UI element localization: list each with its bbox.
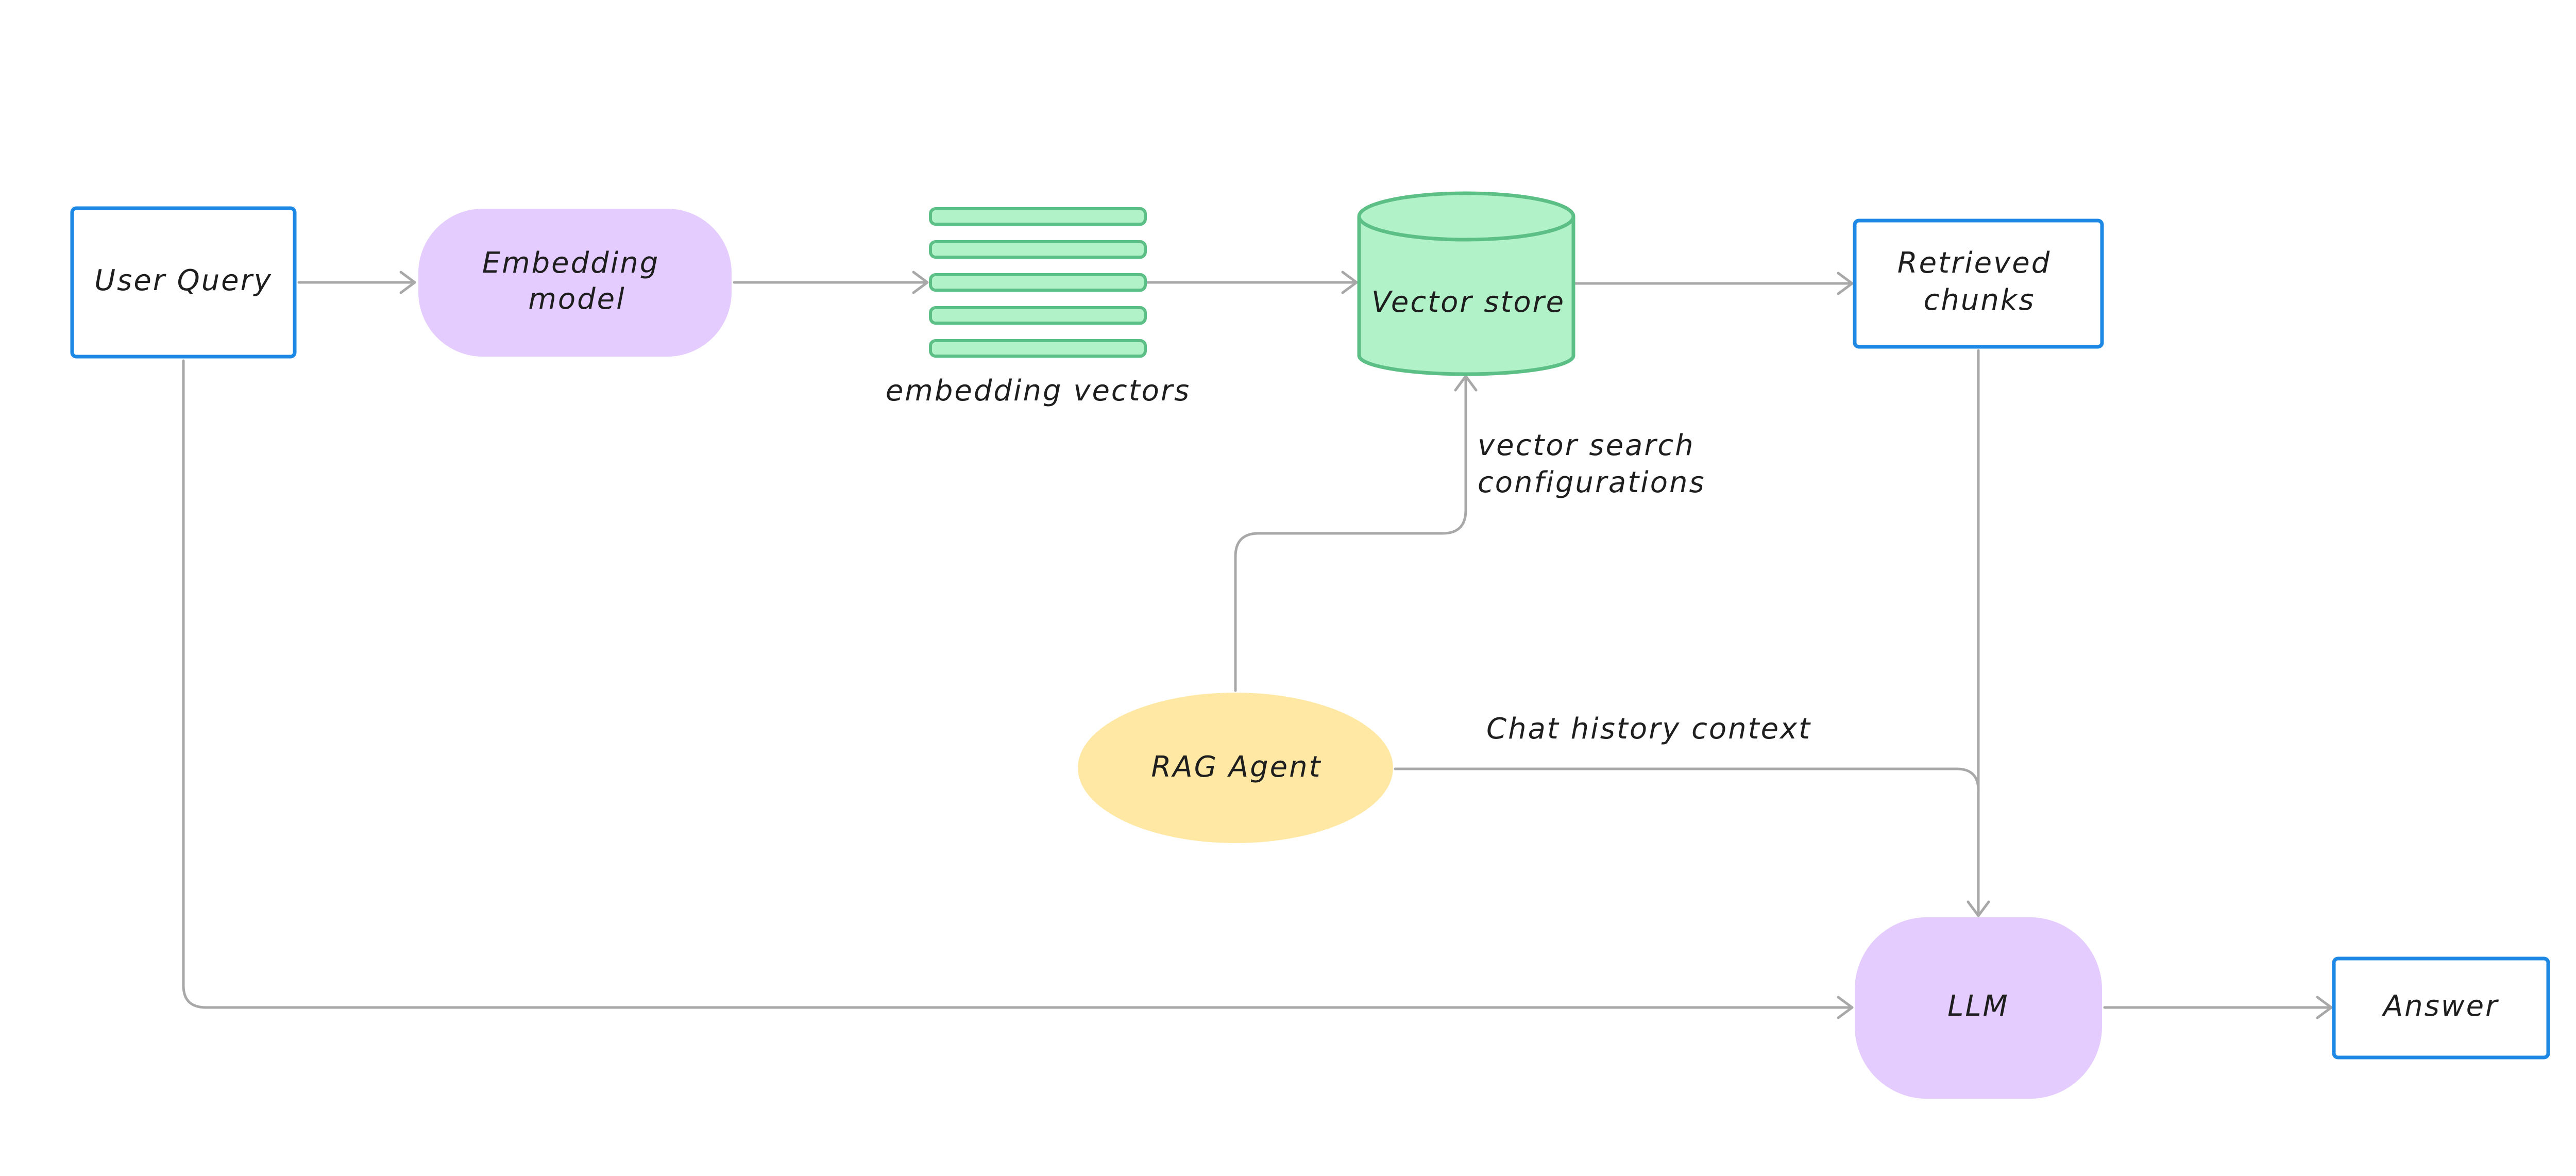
embedding-vectors-label: embedding vectors: [886, 374, 1191, 408]
edge-labels: vector search configurations Chat histor…: [1478, 429, 1811, 746]
answer-node: Answer: [2332, 956, 2550, 1060]
vector-search-label-line2: configurations: [1478, 466, 1706, 499]
edge-query-to-llm: [182, 359, 1854, 1019]
edge-query-to-embedding: [297, 271, 416, 294]
user-query-node: User Query: [70, 206, 297, 359]
edge-agent-to-store: [1234, 375, 1478, 692]
retrieved-chunks-label-line1: Retrieved: [1897, 246, 2052, 280]
rag-agent-node: RAG Agent: [1078, 693, 1393, 843]
edge-store-to-chunks: [1574, 272, 1854, 295]
vector-bar: [929, 207, 1147, 226]
embedding-model-node: Embedding model: [418, 209, 732, 357]
edge-vectors-to-store: [1145, 271, 1358, 294]
user-query-label: User Query: [94, 264, 273, 297]
embedding-model-label-line1: Embedding: [482, 246, 660, 280]
rag-agent-label: RAG Agent: [1151, 750, 1321, 784]
retrieved-chunks-label-line2: chunks: [1924, 283, 2036, 317]
edge-embedding-to-vectors: [733, 271, 929, 294]
vector-search-label-line1: vector search: [1478, 429, 1695, 462]
edge-chunks-to-llm: [1967, 349, 1990, 917]
vector-bar: [929, 240, 1147, 259]
vector-bar: [929, 273, 1147, 292]
edge-llm-to-answer: [2103, 996, 2333, 1019]
edge-agent-to-llm: [1394, 767, 1980, 792]
vector-store-node: Vector store: [1357, 191, 1575, 376]
answer-label: Answer: [2382, 989, 2499, 1023]
vector-bar: [929, 339, 1147, 358]
vector-store-label: Vector store: [1371, 285, 1565, 319]
retrieved-chunks-node: Retrieved chunks: [1853, 219, 2104, 349]
vector-bar: [929, 306, 1147, 325]
embedding-model-label-line2: model: [528, 282, 625, 316]
chat-history-label: Chat history context: [1486, 712, 1811, 746]
llm-label: LLM: [1947, 989, 2009, 1023]
llm-node: LLM: [1855, 917, 2102, 1099]
embedding-vectors-node: embedding vectors: [886, 207, 1191, 408]
edges: [182, 271, 2333, 1019]
